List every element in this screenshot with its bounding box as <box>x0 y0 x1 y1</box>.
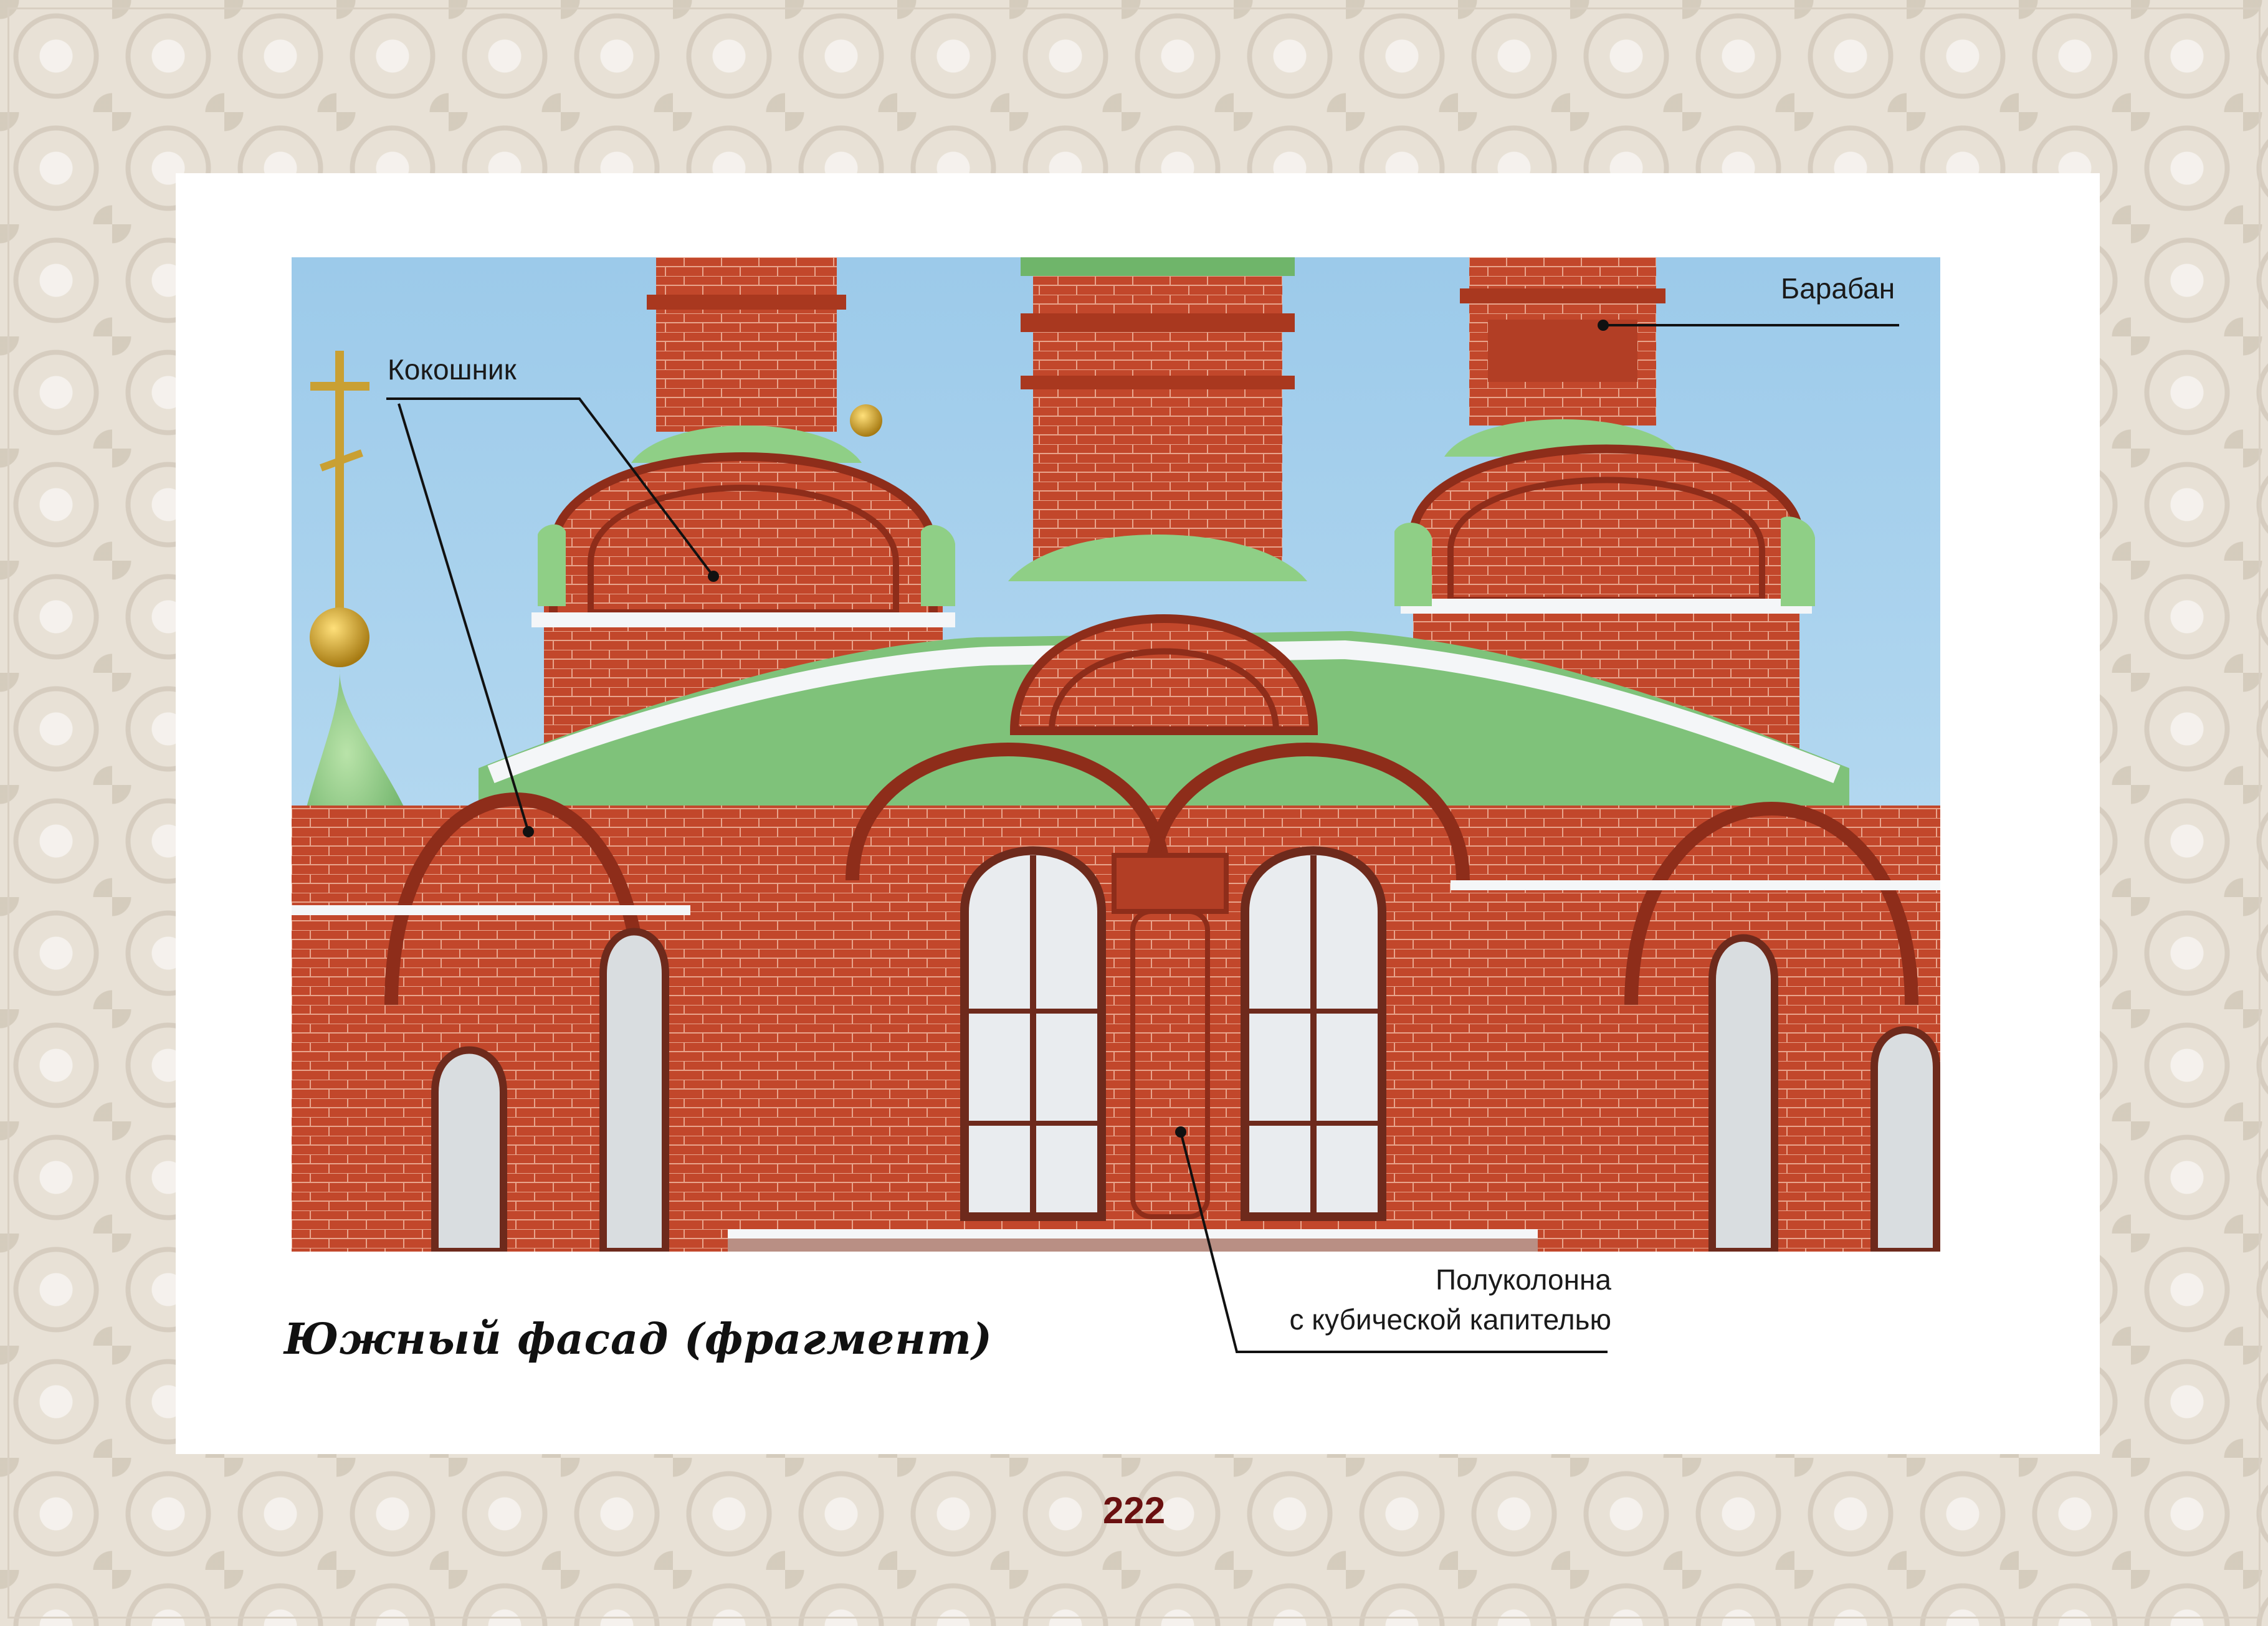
figure-caption: Южный фасад (фрагмент) <box>284 1315 993 1364</box>
label-polukolonna-line1: Полуколонна <box>1435 1263 1611 1296</box>
central-kokoshnik <box>1009 614 1318 735</box>
right-drum <box>1444 257 1681 457</box>
page-number: 222 <box>1103 1490 1166 1531</box>
half-column <box>1112 853 1229 1219</box>
facade-photo <box>292 257 1940 1252</box>
label-baraban: Барабан <box>1781 272 1895 305</box>
facade-illustration <box>292 257 1940 1252</box>
left-cross <box>310 351 369 667</box>
label-polukolonna-line2: с кубической капителью <box>1289 1303 1611 1336</box>
label-kokoshnik: Кокошник <box>388 353 517 386</box>
central-windows <box>960 846 1386 1221</box>
central-drum <box>1008 257 1307 581</box>
side-windows <box>431 928 1940 1252</box>
ornamental-border <box>7 7 2261 1619</box>
